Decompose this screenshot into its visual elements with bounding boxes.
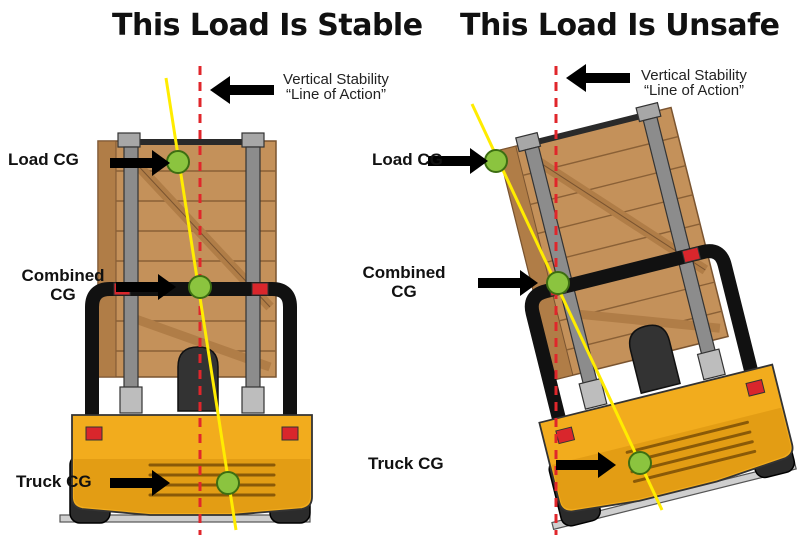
stable-title: This Load Is Stable bbox=[112, 8, 423, 43]
stable-combined-cg-marker bbox=[188, 275, 212, 299]
stable-truck-cg-marker bbox=[216, 471, 240, 495]
unsafe-vertical-stability-line1: Vertical Stability bbox=[641, 67, 747, 84]
unsafe-vertical-stability-arrow bbox=[566, 64, 630, 92]
unsafe-load-cg-label: Load CG bbox=[372, 150, 443, 169]
unsafe-truck-cg-marker bbox=[628, 451, 652, 475]
unsafe-cg-line bbox=[470, 103, 664, 511]
stable-vertical-stability-line1: Vertical Stability bbox=[283, 71, 389, 88]
stable-truck-cg-label: Truck CG bbox=[16, 472, 92, 491]
stable-vertical-stability-arrow bbox=[210, 76, 274, 104]
unsafe-combined-cg-label: Combined CG bbox=[356, 263, 452, 301]
unsafe-combined-cg-label-line1: Combined bbox=[362, 263, 446, 282]
stable-combined-cg-label-line1: Combined bbox=[21, 266, 105, 285]
stable-load-cg-label: Load CG bbox=[8, 150, 79, 169]
stable-forklift bbox=[60, 133, 312, 523]
stable-vertical-stability-label: Vertical Stability “Line of Action” bbox=[276, 72, 396, 102]
unsafe-vertical-stability-line2: “Line of Action” bbox=[643, 82, 745, 99]
unsafe-truck-cg-label: Truck CG bbox=[368, 454, 444, 473]
unsafe-combined-cg-label-line2: CG bbox=[391, 282, 417, 301]
stable-combined-cg-label: Combined CG bbox=[18, 266, 108, 304]
unsafe-load-cg-marker bbox=[484, 149, 508, 173]
unsafe-title: This Load Is Unsafe bbox=[460, 8, 780, 43]
stable-load-cg-marker bbox=[166, 150, 190, 174]
unsafe-vertical-stability-label: Vertical Stability “Line of Action” bbox=[634, 68, 754, 98]
stable-vertical-stability-line2: “Line of Action” bbox=[285, 86, 387, 103]
stable-combined-cg-label-line2: CG bbox=[50, 285, 76, 304]
unsafe-combined-cg-marker bbox=[546, 271, 570, 295]
